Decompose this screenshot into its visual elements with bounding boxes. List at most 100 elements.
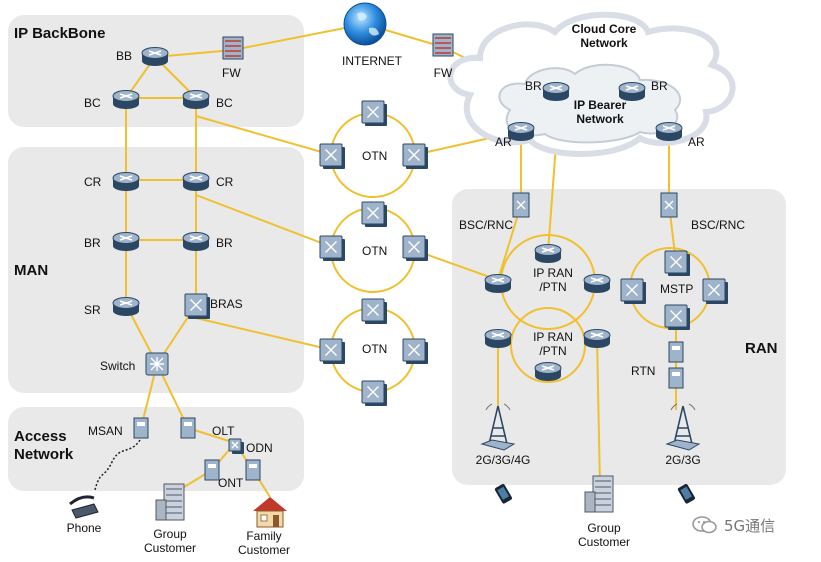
phone-icon [69, 495, 99, 519]
man-label: MAN [14, 262, 49, 279]
bc-right-label: BC [216, 96, 233, 110]
msan-label: MSAN [88, 424, 123, 438]
mstp-bottom-icon [664, 304, 690, 330]
otn-1-label: OTN [362, 149, 388, 163]
ptn-lower-left-router-icon [484, 329, 512, 348]
family-customer-label: Family Customer [237, 529, 291, 557]
firewall-cloud-icon [432, 33, 454, 57]
ptn-bottom-router-icon [534, 362, 562, 381]
odn-label: ODN [246, 441, 273, 455]
sr-router-icon [112, 297, 140, 316]
phone-cord [94, 439, 141, 491]
watermark-text: 5G通信 [724, 516, 776, 535]
bb-label: BB [116, 49, 133, 63]
cr-left-label: CR [84, 175, 102, 189]
sr-label: SR [84, 303, 101, 317]
otn-3-label: OTN [362, 342, 388, 356]
ran-label: RAN [745, 340, 778, 357]
rtn-top-icon [668, 341, 684, 363]
bras-label: BRAS [210, 297, 243, 311]
olt-icon [180, 417, 196, 439]
ptn-lower-right-router-icon [583, 329, 611, 348]
br-man-right-router-icon [182, 232, 210, 251]
br-cloud-right-label: BR [651, 79, 668, 93]
cloud-core-network-label: Cloud Core Network [571, 22, 637, 50]
tower-right-icon [665, 403, 701, 451]
group-customer-ran-label: Group Customer [577, 521, 631, 549]
otn-2-right-icon [402, 235, 428, 261]
ptn-top-router-icon [534, 244, 562, 263]
internet-label: INTERNET [342, 54, 402, 68]
br-cloud-left-router-icon [542, 82, 570, 101]
br-cloud-left-label: BR [525, 79, 542, 93]
bsc-rnc-right-icon [660, 192, 678, 218]
bc-left-router-icon [112, 90, 140, 109]
bsc-rnc-left-icon [512, 192, 530, 218]
mstp-left-icon [620, 278, 646, 304]
ip-ran-ptn-2-label: IP RAN /PTN [533, 330, 573, 358]
br-cloud-right-router-icon [618, 82, 646, 101]
man-region [8, 147, 304, 393]
mobile-left-icon [494, 483, 512, 504]
ont-right-icon [245, 459, 261, 481]
ar-left-router-icon [507, 122, 535, 141]
ip-bearer-network-label: IP Bearer Network [573, 98, 627, 126]
switch-label: Switch [100, 359, 136, 373]
otn-3-bottom-icon [361, 380, 387, 406]
ip-backbone-label: IP BackBone [14, 25, 106, 42]
group-customer-ran-building-icon [584, 475, 614, 513]
family-customer-house-icon [253, 497, 287, 528]
br-man-left-label: BR [84, 236, 101, 250]
bras-icon [184, 293, 210, 319]
rtn-label: RTN [631, 364, 656, 378]
fw-cloud-label: FW [433, 66, 453, 80]
otn-3-left-icon [319, 338, 345, 364]
mstp-label: MSTP [660, 282, 694, 296]
ip-backbone-region [8, 15, 304, 127]
otn-1-left-icon [319, 143, 345, 169]
bc-right-router-icon [182, 90, 210, 109]
mstp-top-icon [664, 250, 690, 276]
olt-label: OLT [212, 424, 235, 438]
watermark: 5G通信 [692, 514, 775, 536]
otn-1-right-icon [402, 143, 428, 169]
br-man-right-label: BR [216, 236, 233, 250]
cr-right-label: CR [216, 175, 234, 189]
ptn-right-router-icon [583, 274, 611, 293]
phone-label: Phone [66, 521, 102, 535]
mstp-right-icon [702, 278, 728, 304]
bsc-rnc-left-label: BSC/RNC [459, 218, 514, 232]
cr-left-router-icon [112, 172, 140, 191]
tower-right-label: 2G/3G [665, 453, 701, 467]
ip-ran-ptn-1-label: IP RAN /PTN [533, 266, 573, 294]
firewall-backbone-icon [222, 36, 244, 60]
otn-2-label: OTN [362, 244, 388, 258]
ptn-left-router-icon [484, 274, 512, 293]
fw-backbone-label: FW [222, 66, 241, 80]
tower-left-icon [480, 403, 516, 451]
msan-icon [133, 417, 149, 439]
rtn-bottom-icon [668, 367, 684, 389]
otn-3-right-icon [402, 338, 428, 364]
bsc-rnc-right-label: BSC/RNC [691, 218, 746, 232]
ar-left-label: AR [495, 135, 512, 149]
otn-3-top-icon [361, 298, 387, 324]
mobile-right-icon [677, 483, 695, 504]
odn-splitter-icon [228, 438, 244, 454]
access-network-label: Access Network [14, 428, 74, 463]
otn-2-left-icon [319, 235, 345, 261]
group-customer-access-label: Group Customer [143, 527, 197, 555]
wechat-icon [692, 516, 717, 534]
internet-globe-icon [343, 2, 387, 46]
bb-router-icon [141, 47, 169, 66]
otn-2-top-icon [361, 201, 387, 227]
br-man-left-router-icon [112, 232, 140, 251]
ont-label: ONT [218, 476, 244, 490]
otn-1-top-icon [361, 100, 387, 126]
ar-right-label: AR [688, 135, 705, 149]
ont-left-icon [204, 459, 220, 481]
bc-left-label: BC [84, 96, 101, 110]
switch-icon [145, 352, 169, 376]
